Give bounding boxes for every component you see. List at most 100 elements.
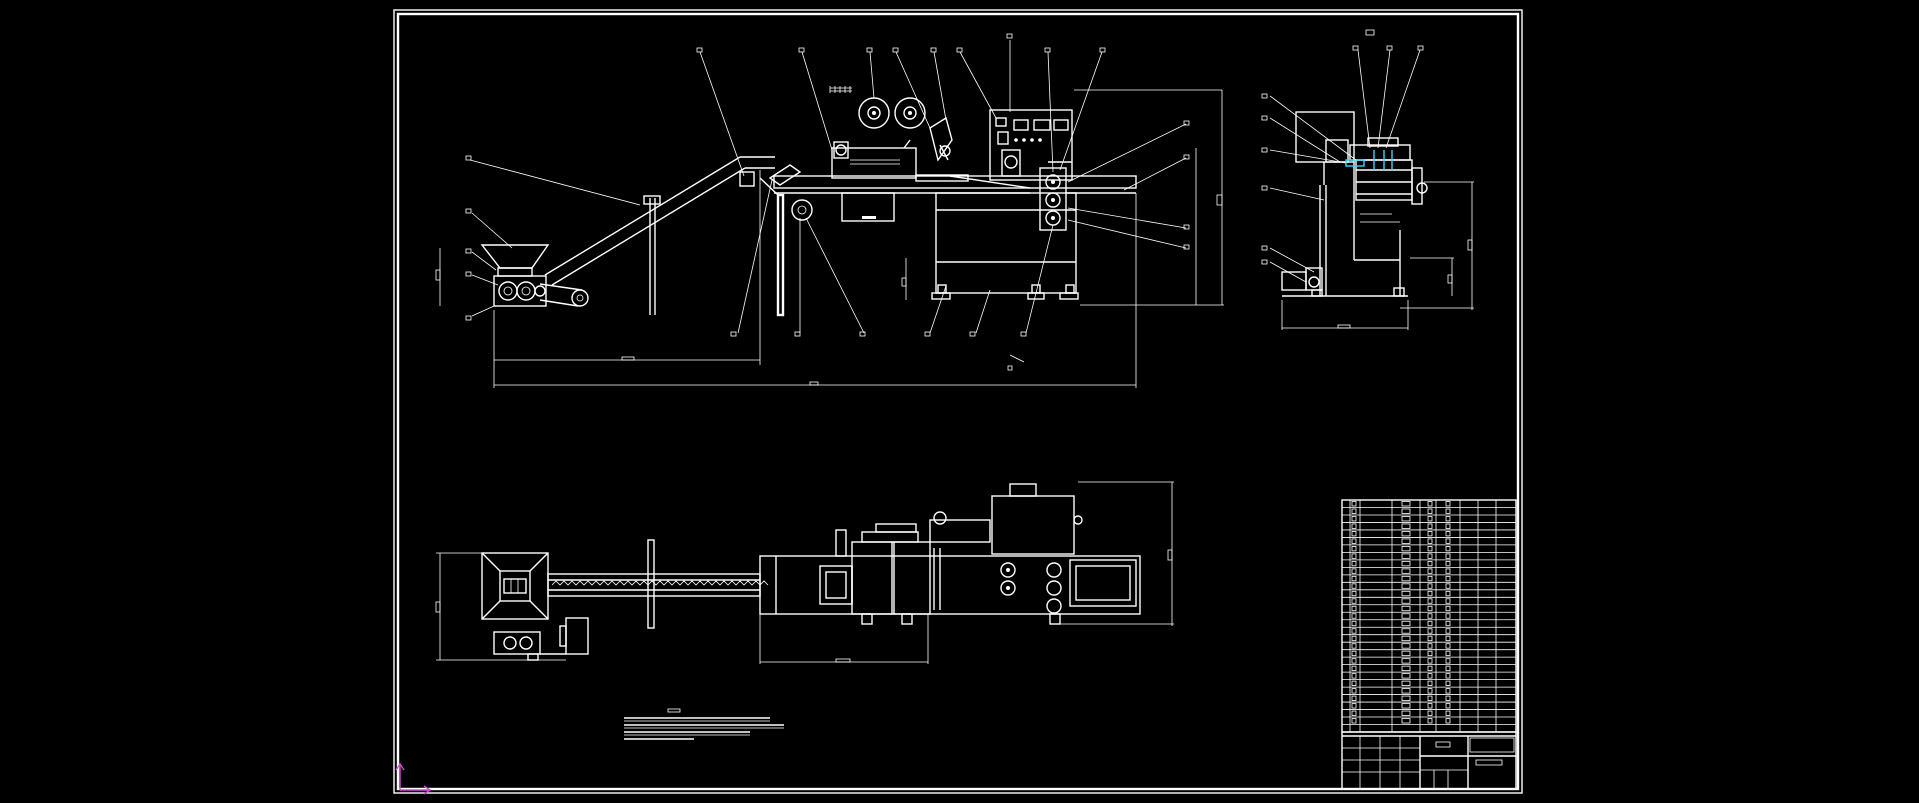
parts-list-cell-mark [1427, 680, 1433, 686]
inclined-conveyor [544, 156, 775, 315]
control-cabinet [989, 109, 1073, 181]
parts-list-cell-mark [1401, 598, 1411, 604]
parts-list-cell-mark [1401, 605, 1411, 612]
parts-list-table [1341, 499, 1517, 733]
parts-list-cell-mark [1401, 628, 1411, 634]
parts-list-cell-mark [1401, 703, 1411, 709]
parts-list-cell-mark [1351, 635, 1357, 642]
parts-list-cell-mark [1351, 523, 1357, 529]
side-wrapping-head [1345, 137, 1428, 223]
parts-list-cell-mark [1351, 718, 1357, 724]
chute [759, 164, 813, 317]
parts-list-cell-mark [1401, 643, 1411, 649]
parts-list-cell-mark [1445, 598, 1451, 604]
parts-list-cell-mark [1445, 501, 1451, 507]
parts-list-cell-mark [1427, 553, 1433, 559]
plan-conveyor [547, 539, 769, 629]
parts-list-cell-mark [1427, 560, 1433, 567]
parts-list-cell-mark [1445, 628, 1451, 634]
ucs-axis-icon [395, 762, 432, 795]
parts-list-cell-mark [1445, 568, 1451, 574]
parts-list-cell-mark [1445, 710, 1451, 716]
parts-list-cell-mark [1351, 516, 1357, 522]
parts-list-cell-mark [1427, 523, 1433, 529]
parts-list-cell-mark [1427, 620, 1433, 627]
parts-list-rows [1342, 501, 1516, 725]
parts-list-cell-mark [1401, 508, 1411, 514]
parts-list-cell-mark [1401, 710, 1411, 716]
parts-list-cell-mark [1427, 703, 1433, 709]
side-elevation-view [1261, 29, 1474, 330]
parts-list-cell-mark [1401, 695, 1411, 701]
side-dimensions [1281, 181, 1474, 330]
plan-wrapping-section [759, 483, 1141, 625]
parts-list-cell-mark [1401, 583, 1411, 589]
parts-list-cell-mark [1401, 575, 1411, 582]
parts-list-cell-mark [1401, 516, 1411, 522]
parts-list-columns [1349, 500, 1497, 732]
parts-list-cell-mark [1427, 718, 1433, 724]
plan-dimensions [435, 481, 1174, 664]
technical-notes [624, 708, 784, 740]
plan-hopper [481, 552, 549, 620]
parts-list-cell-mark [1351, 590, 1357, 597]
parts-list-cell-mark [1401, 650, 1411, 657]
parts-list-cell-mark [1351, 673, 1357, 679]
parts-list-cell-mark [1401, 620, 1411, 627]
parts-list-cell-mark [1351, 546, 1357, 552]
parts-list-cell-mark [1427, 605, 1433, 612]
parts-list-cell-mark [1427, 673, 1433, 679]
parts-list-cell-mark [1401, 680, 1411, 686]
parts-list-cell-mark [1445, 605, 1451, 612]
parts-list-cell-mark [1445, 546, 1451, 552]
parts-list-cell-mark [1351, 538, 1357, 544]
parts-list-cell-mark [1427, 583, 1433, 589]
parts-list-cell-mark [1427, 508, 1433, 514]
parts-list-cell-mark [1445, 673, 1451, 679]
forming-sealing-unit [831, 116, 1031, 189]
parts-list-cell-mark [1401, 590, 1411, 597]
parts-list-cell-mark [1427, 665, 1433, 672]
parts-list-cell-mark [1445, 688, 1451, 694]
parts-list-cell-mark [1427, 598, 1433, 604]
front-leader-lines [465, 33, 1190, 337]
machine-feet [931, 284, 1079, 300]
parts-list-cell-mark [1427, 688, 1433, 694]
parts-list-cell-mark [1401, 665, 1411, 672]
parts-list-cell-mark [1445, 538, 1451, 544]
parts-list-cell-mark [1351, 710, 1357, 716]
parts-list-cell-mark [1445, 680, 1451, 686]
parts-list-cell-mark [1401, 560, 1411, 567]
parts-list-cell-mark [1427, 546, 1433, 552]
parts-list-cell-mark [1445, 508, 1451, 514]
parts-list-cell-mark [1427, 658, 1433, 664]
parts-list-cell-mark [1401, 688, 1411, 694]
parts-list-cell-mark [1401, 568, 1411, 574]
parts-list-cell-mark [1445, 553, 1451, 559]
side-leader-lines [1261, 29, 1424, 283]
parts-list-cell-mark [1351, 605, 1357, 612]
parts-list-cell-mark [1445, 643, 1451, 649]
front-dimensions [435, 89, 1224, 388]
parts-list-cell-mark [1427, 643, 1433, 649]
drive-gear-housing [493, 275, 547, 307]
feed-hopper [480, 244, 550, 277]
parts-list-cell-mark [1351, 568, 1357, 574]
parts-list-cell-mark [1401, 531, 1411, 537]
parts-list-cell-mark [1445, 516, 1451, 522]
parts-list-cell-mark [1427, 531, 1433, 537]
parts-list-cell-mark [1427, 650, 1433, 657]
parts-list-cell-mark [1427, 501, 1433, 507]
parts-list-cell-mark [1401, 658, 1411, 664]
parts-list-cell-mark [1445, 583, 1451, 589]
parts-list-cell-mark [1351, 695, 1357, 701]
parts-list-cell-mark [1351, 650, 1357, 657]
parts-list-cell-mark [1427, 538, 1433, 544]
parts-list-cell-mark [1351, 658, 1357, 664]
parts-list-cell-mark [1351, 703, 1357, 709]
parts-list-cell-mark [1401, 501, 1411, 507]
parts-list-cell-mark [1351, 643, 1357, 649]
parts-list-cell-mark [1445, 703, 1451, 709]
parts-list-cell-mark [1445, 658, 1451, 664]
